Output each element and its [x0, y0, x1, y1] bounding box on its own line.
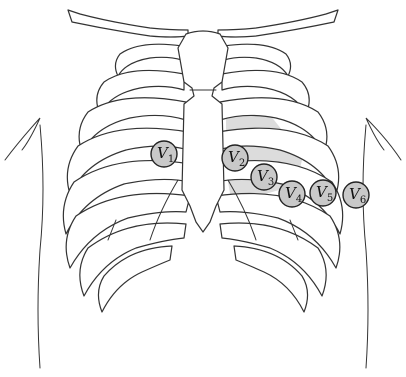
ribs-right [216, 44, 343, 312]
electrode-v3: V3 [251, 164, 277, 190]
electrode-v1: V1 [151, 141, 177, 167]
electrode-v2: V2 [222, 145, 248, 171]
electrode-v5: V5 [310, 180, 336, 206]
electrode-v4: V4 [279, 181, 305, 207]
electrode-v6: V6 [343, 182, 369, 208]
ribs-left [63, 44, 190, 312]
